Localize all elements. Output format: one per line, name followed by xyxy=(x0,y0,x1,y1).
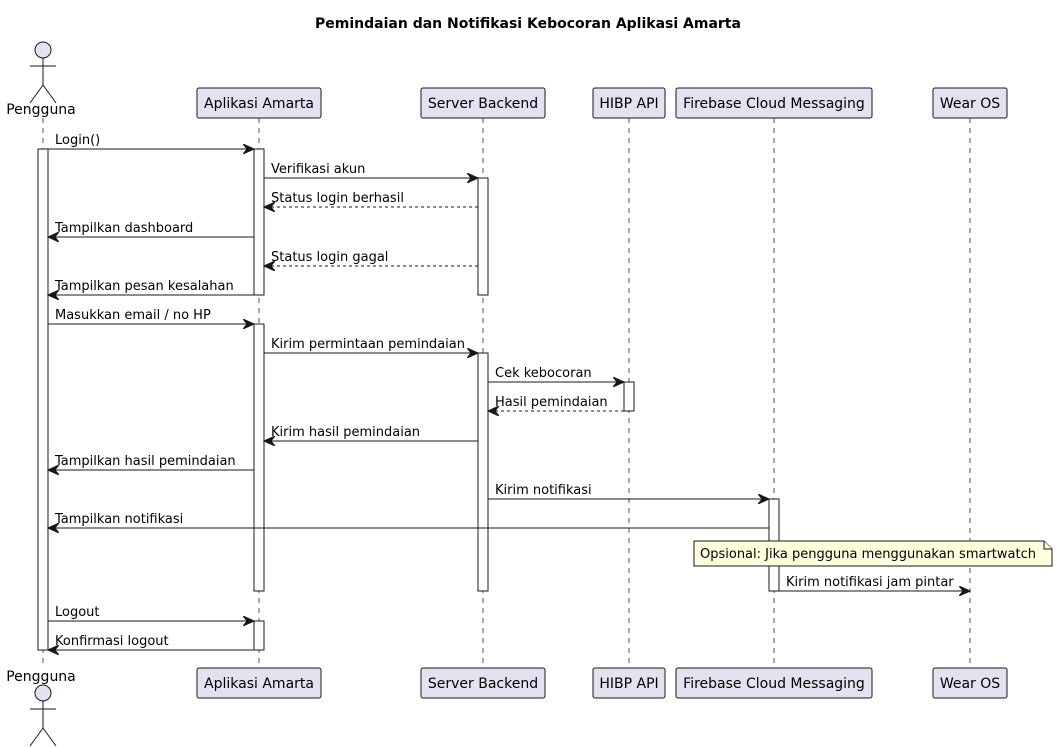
participant-label: Firebase Cloud Messaging xyxy=(683,96,865,112)
actor-body-icon xyxy=(29,701,57,747)
participant-box xyxy=(592,87,666,119)
participant-server-top: Server Backend xyxy=(420,87,546,119)
message-12: Tampilkan hasil pemindaian xyxy=(48,454,254,470)
message-2: Verifikasi akun xyxy=(264,162,478,178)
message-label: Konfirmasi logout xyxy=(55,634,169,649)
message-4: Tampilkan dashboard xyxy=(48,221,254,237)
participant-app-bottom: Aplikasi Amarta xyxy=(196,667,322,699)
activation-bar-app xyxy=(253,148,265,296)
actor-head-icon xyxy=(34,41,52,59)
message-7: Masukkan email / no HP xyxy=(48,308,254,324)
participant-box xyxy=(932,667,1008,699)
message-label: Hasil pemindaian xyxy=(495,395,608,410)
activation-bars xyxy=(37,148,780,651)
message-label: Kirim permintaan pemindaian xyxy=(271,337,465,352)
message-label: Verifikasi akun xyxy=(271,162,365,177)
participant-wear-top: Wear OS xyxy=(932,87,1008,119)
message-label: Kirim notifikasi xyxy=(495,483,592,498)
activation-bar-server xyxy=(477,177,489,296)
message-label: Tampilkan hasil pemindaian xyxy=(54,454,236,469)
message-16: Logout xyxy=(48,605,254,621)
participant-label: Firebase Cloud Messaging xyxy=(683,676,865,692)
participant-box xyxy=(420,667,546,699)
message-3: Status login berhasil xyxy=(264,191,478,207)
actor-body-icon xyxy=(29,58,57,104)
message-label: Cek kebocoran xyxy=(495,366,592,381)
participant-label: Server Backend xyxy=(428,676,538,692)
actor-top: Pengguna xyxy=(6,41,76,118)
message-label: Masukkan email / no HP xyxy=(55,308,211,323)
participant-label: Server Backend xyxy=(428,96,538,112)
participant-label: HIBP API xyxy=(599,676,658,692)
message-label: Kirim hasil pemindaian xyxy=(271,425,420,440)
participant-box xyxy=(196,87,322,119)
message-label: Tampilkan notifikasi xyxy=(54,512,183,527)
actor-label: Pengguna xyxy=(6,669,76,685)
participant-box xyxy=(675,667,873,699)
message-label: Login() xyxy=(55,133,100,148)
activation-bar-app xyxy=(253,620,265,651)
participant-label: Aplikasi Amarta xyxy=(204,96,314,112)
note-fold-icon xyxy=(1043,541,1052,550)
message-label: Tampilkan pesan kesalahan xyxy=(54,279,234,294)
message-15: Kirim notifikasi jam pintar xyxy=(779,575,970,591)
participant-hibp-bottom: HIBP API xyxy=(592,667,666,699)
message-label: Tampilkan dashboard xyxy=(54,221,193,236)
actor-bottom: Pengguna xyxy=(6,669,76,747)
participant-hibp-top: HIBP API xyxy=(592,87,666,119)
participant-app-top: Aplikasi Amarta xyxy=(196,87,322,119)
message-8: Kirim permintaan pemindaian xyxy=(264,337,478,353)
activation-bar-server xyxy=(477,352,489,592)
message-label: Logout xyxy=(55,605,100,620)
participant-label: HIBP API xyxy=(599,96,658,112)
diagram-title: Pemindaian dan Notifikasi Kebocoran Apli… xyxy=(315,16,741,32)
participant-label: Wear OS xyxy=(940,96,1000,112)
participant-label: Aplikasi Amarta xyxy=(204,676,314,692)
message-1: Login() xyxy=(48,133,254,149)
activation-bar-app xyxy=(253,323,265,592)
message-11: Kirim hasil pemindaian xyxy=(264,425,478,441)
message-13: Kirim notifikasi xyxy=(488,483,769,499)
message-label: Kirim notifikasi jam pintar xyxy=(786,575,954,590)
participant-box xyxy=(592,667,666,699)
message-5: Status login gagal xyxy=(264,250,478,266)
note-box xyxy=(693,540,1053,567)
message-17: Konfirmasi logout xyxy=(48,634,254,650)
note-text: Opsional: Jika pengguna menggunakan smar… xyxy=(700,547,1036,562)
participant-box xyxy=(932,87,1008,119)
participant-fcm-bottom: Firebase Cloud Messaging xyxy=(675,667,873,699)
actor-label: Pengguna xyxy=(6,102,76,118)
participant-server-bottom: Server Backend xyxy=(420,667,546,699)
actor-head-icon xyxy=(34,684,52,702)
participant-fcm-top: Firebase Cloud Messaging xyxy=(675,87,873,119)
message-6: Tampilkan pesan kesalahan xyxy=(48,279,254,295)
message-label: Status login berhasil xyxy=(271,191,404,206)
participant-box xyxy=(420,87,546,119)
activation-bar-hibp xyxy=(623,381,635,412)
participant-label: Wear OS xyxy=(940,676,1000,692)
message-9: Cek kebocoran xyxy=(488,366,624,382)
note: Opsional: Jika pengguna menggunakan smar… xyxy=(693,540,1053,567)
participant-box xyxy=(675,87,873,119)
participant-wear-bottom: Wear OS xyxy=(932,667,1008,699)
activation-bar-user xyxy=(37,148,49,651)
participant-box xyxy=(196,667,322,699)
message-14: Tampilkan notifikasi xyxy=(48,512,769,528)
message-label: Status login gagal xyxy=(271,250,388,265)
message-10: Hasil pemindaian xyxy=(488,395,624,411)
